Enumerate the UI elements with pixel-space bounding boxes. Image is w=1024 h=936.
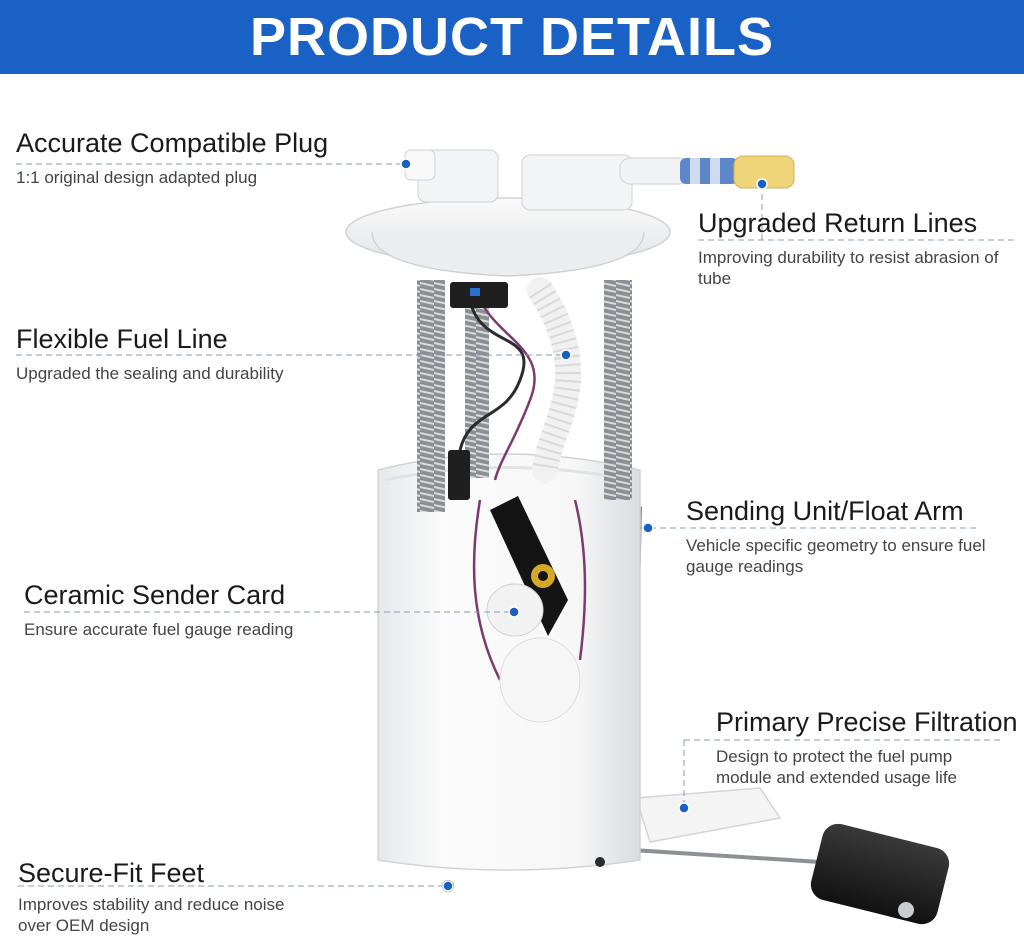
header-banner: PRODUCT DETAILS xyxy=(0,0,1024,74)
feature-desc: Vehicle specific geometry to ensure fuel… xyxy=(686,536,986,576)
feature-title: Upgraded Return Lines xyxy=(698,208,978,238)
return-line-band xyxy=(680,158,738,184)
feature-title: Ceramic Sender Card xyxy=(24,580,286,610)
feature-desc: Ensure accurate fuel gauge reading xyxy=(24,620,294,639)
feature-desc: Design to protect the fuel pump module a… xyxy=(716,747,958,787)
spring-right xyxy=(604,280,632,500)
feature-sending-unit-float-arm: Sending Unit/Float Arm Vehicle specific … xyxy=(686,496,986,577)
page-title: PRODUCT DETAILS xyxy=(250,7,774,67)
feature-title: Flexible Fuel Line xyxy=(16,324,228,354)
float xyxy=(810,823,950,925)
feature-primary-precise-filtration: Primary Precise Filtration Design to pro… xyxy=(716,707,1018,788)
feature-title: Primary Precise Filtration xyxy=(716,707,1018,737)
feature-ceramic-sender-card: Ceramic Sender Card Ensure accurate fuel… xyxy=(24,580,344,640)
feature-accurate-compatible-plug: Accurate Compatible Plug 1:1 original de… xyxy=(16,128,328,188)
feature-title: Secure-Fit Feet xyxy=(18,858,205,888)
sender-arm xyxy=(490,496,568,636)
feature-title: Accurate Compatible Plug xyxy=(16,128,329,158)
flex-fuel-line xyxy=(527,277,582,483)
feature-secure-fit-feet: Secure-Fit Feet Improves stability and r… xyxy=(18,858,318,936)
feature-flexible-fuel-line: Flexible Fuel Line Upgraded the sealing … xyxy=(16,324,336,384)
feature-upgraded-return-lines: Upgraded Return Lines Improving durabili… xyxy=(698,208,1010,289)
feature-title: Sending Unit/Float Arm xyxy=(686,496,964,526)
feature-desc: Upgraded the sealing and durability xyxy=(16,364,284,383)
feature-desc: Improving durability to resist abrasion … xyxy=(698,248,999,288)
fuel-pump-illustration xyxy=(16,149,1014,925)
feature-desc: 1:1 original design adapted plug xyxy=(16,168,258,187)
foot xyxy=(595,857,605,867)
spring-left xyxy=(417,280,445,512)
feature-desc: Improves stability and reduce noise over… xyxy=(18,895,285,935)
filter-sock xyxy=(634,787,782,843)
